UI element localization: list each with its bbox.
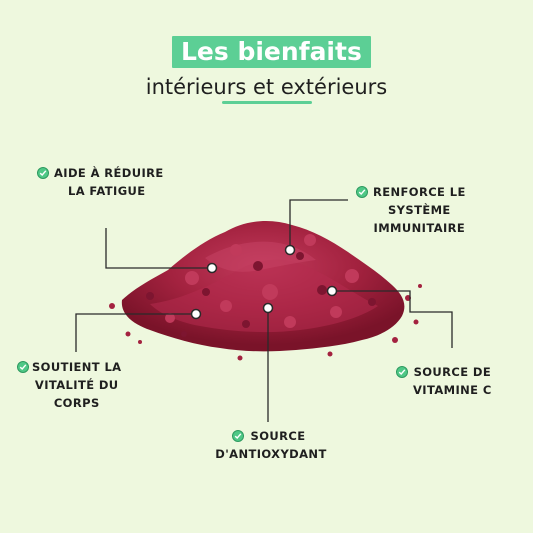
benefit-vitality: SOUTIENT LA VITALITÉ DU CORPS	[32, 358, 121, 412]
page-title: Les bienfaits	[172, 36, 371, 68]
dot-fatigue	[206, 262, 218, 274]
benefit-line: D'ANTIOXYDANT	[215, 447, 327, 461]
connector-dots	[190, 244, 338, 320]
benefit-line: VITAMINE C	[413, 383, 492, 397]
benefit-line: CORPS	[53, 396, 100, 410]
dot-vitamin	[326, 285, 338, 297]
benefit-line: RENFORCE LE	[373, 185, 466, 199]
check-circle-icon	[37, 167, 49, 179]
connector-vitality	[75, 313, 196, 352]
dot-immune	[284, 244, 296, 256]
check-circle-icon	[356, 186, 368, 198]
benefit-line: VITALITÉ DU	[34, 378, 119, 392]
page-subtitle: intérieurs et extérieurs	[145, 75, 388, 99]
subtitle-underline	[222, 101, 312, 104]
benefit-line: IMMUNITAIRE	[373, 221, 466, 235]
check-circle-icon	[17, 361, 29, 373]
benefit-immune: RENFORCE LE SYSTÈME IMMUNITAIRE	[373, 183, 466, 237]
benefit-fatigue: AIDE À RÉDUIRE LA FATIGUE	[54, 164, 164, 200]
dot-antioxidant	[262, 302, 274, 314]
benefit-line: SOUTIENT LA	[32, 360, 122, 374]
powder-pile	[109, 220, 422, 361]
benefit-line: AIDE À RÉDUIRE	[54, 166, 164, 180]
benefit-vitamin-c: SOURCE DE VITAMINE C	[413, 363, 492, 399]
benefit-line: SYSTÈME	[388, 203, 451, 217]
benefit-line: LA FATIGUE	[68, 184, 146, 198]
check-circle-icon	[396, 366, 408, 378]
check-circle-icon	[232, 430, 244, 442]
benefit-line: SOURCE DE	[413, 365, 492, 379]
benefit-line: SOURCE	[250, 429, 306, 443]
connector-fatigue	[105, 228, 212, 269]
benefit-antioxidant: SOURCE D'ANTIOXYDANT	[212, 427, 330, 463]
connector-vitamin	[332, 290, 453, 348]
connector-lines	[75, 199, 453, 422]
connector-immune	[289, 199, 348, 250]
dot-vitality	[190, 308, 202, 320]
